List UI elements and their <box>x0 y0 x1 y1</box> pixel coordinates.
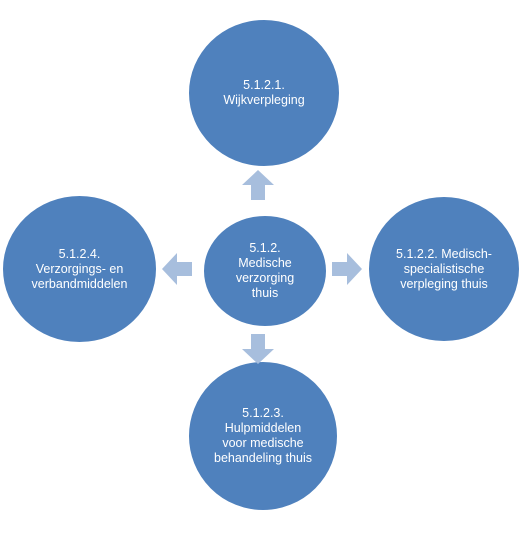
top-node: 5.1.2.1. Wijkverpleging <box>188 19 340 167</box>
left-node-label: 5.1.2.4. Verzorgings- en verbandmiddelen <box>31 246 128 291</box>
top-node-label: 5.1.2.1. Wijkverpleging <box>223 78 305 107</box>
center-node-label: 5.1.2. Medische verzorging thuis <box>235 241 295 300</box>
right-node-label: 5.1.2.2. Medisch- specialistische verple… <box>396 246 492 291</box>
arrow-up-icon <box>240 168 276 204</box>
right-node: 5.1.2.2. Medisch- specialistische verple… <box>368 196 520 342</box>
center-node: 5.1.2. Medische verzorging thuis <box>203 215 327 327</box>
bottom-node: 5.1.2.3. Hulpmiddelen voor medische beha… <box>188 361 338 511</box>
left-node: 5.1.2.4. Verzorgings- en verbandmiddelen <box>2 195 157 343</box>
arrow-right-icon <box>328 251 364 287</box>
arrow-down-icon <box>240 330 276 366</box>
arrow-left-icon <box>160 251 196 287</box>
bottom-node-label: 5.1.2.3. Hulpmiddelen voor medische beha… <box>214 406 312 465</box>
